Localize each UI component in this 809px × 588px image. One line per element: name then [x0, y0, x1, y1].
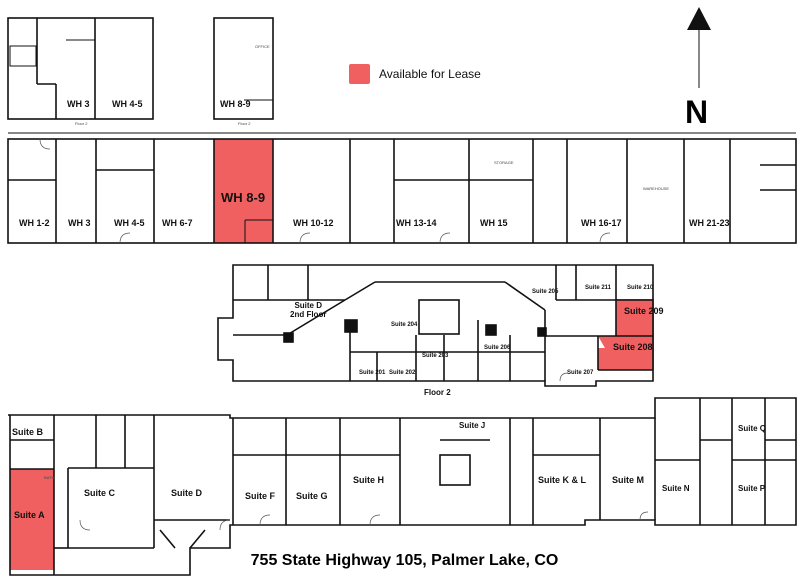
mezz-left-caption: Floor 2 [75, 121, 88, 126]
unit-wh-6-7: WH 6-7 [162, 218, 193, 228]
suite-a-available [10, 469, 54, 570]
room-label-bath: BATH [44, 475, 55, 480]
north-label: N [685, 94, 709, 130]
walls [7, 17, 797, 576]
suite-n: Suite N [662, 484, 690, 493]
suite-a: Suite A [14, 510, 45, 520]
suite-p: Suite P [738, 484, 766, 493]
available-areas [10, 139, 654, 570]
suite-207: Suite 207 [567, 370, 594, 376]
suite-k-l: Suite K & L [538, 475, 587, 485]
legend-swatch [349, 64, 370, 84]
floor2-caption: Floor 2 [424, 388, 451, 397]
room-label-storage: STORAGE [494, 160, 514, 165]
room-label-warehouse: WAREHOUSE [643, 186, 670, 191]
suite-203: Suite 203 [422, 353, 449, 359]
suite-209: Suite 209 [624, 306, 664, 316]
suite-206: Suite 206 [484, 345, 511, 351]
unit-wh-8-9: WH 8-9 [221, 190, 266, 205]
suite-d-subtitle: 2nd Floor [290, 310, 327, 319]
suite-210: Suite 210 [627, 285, 654, 291]
unit-wh-15: WH 15 [480, 218, 508, 228]
suite-m: Suite M [612, 475, 645, 485]
mezz-label-wh45: WH 4-5 [112, 99, 143, 109]
unit-wh-13-14: WH 13-14 [396, 218, 437, 228]
suite-201: Suite 201 [359, 370, 386, 376]
suite-c: Suite C [84, 488, 116, 498]
suite-202: Suite 202 [389, 370, 416, 376]
suite-208: Suite 208 [613, 342, 653, 352]
wh-8-9-available [214, 139, 273, 243]
mezz-right-caption: Floor 2 [238, 121, 251, 126]
north-arrow [687, 7, 711, 88]
unit-wh-1-2: WH 1-2 [19, 218, 50, 228]
mezz-label-wh89: WH 8-9 [220, 99, 251, 109]
suite-h: Suite H [353, 475, 385, 485]
suite-d-title: Suite D [294, 301, 322, 310]
suite-g: Suite G [296, 491, 328, 501]
suite-d-2nd-floor: Suite D 2nd Floor [290, 301, 326, 319]
suite-205: Suite 205 [532, 289, 559, 295]
suite-211: Suite 211 [585, 285, 612, 291]
unit-wh-4-5: WH 4-5 [114, 218, 145, 228]
property-address: 755 State Highway 105, Palmer Lake, CO [250, 552, 559, 569]
unit-wh-21-23: WH 21-23 [689, 218, 730, 228]
suite-d: Suite D [171, 488, 203, 498]
suite-209-available [616, 299, 654, 336]
unit-wh-3: WH 3 [68, 218, 91, 228]
unit-wh-16-17: WH 16-17 [581, 218, 622, 228]
unit-wh-10-12: WH 10-12 [293, 218, 334, 228]
door-swings [39, 138, 649, 531]
suite-f: Suite F [245, 491, 276, 501]
suite-208-available [598, 336, 654, 370]
legend-label: Available for Lease [379, 67, 481, 81]
suite-b: Suite B [12, 427, 44, 437]
room-label-office: OFFICE [255, 44, 270, 49]
suite-204: Suite 204 [391, 322, 418, 328]
suite-j: Suite J [459, 421, 486, 430]
suite-q: Suite Q [738, 424, 767, 433]
mezz-label-wh3: WH 3 [67, 99, 90, 109]
